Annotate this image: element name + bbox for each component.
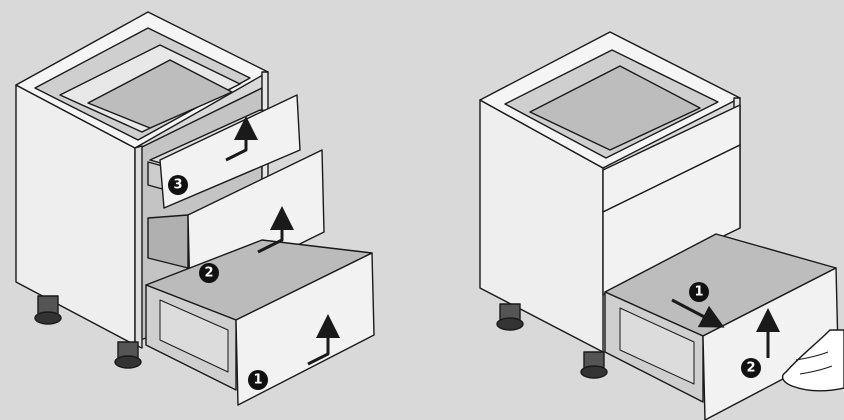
cabinet-leg <box>34 295 62 325</box>
right-cabinet-figure <box>479 31 844 420</box>
right-step-badge-1: 1 <box>689 282 709 302</box>
cabinet-leg <box>114 341 142 369</box>
right-step-badge-2: 2 <box>741 358 761 378</box>
step-number: 1 <box>694 285 703 300</box>
step-number: 2 <box>204 266 213 281</box>
step-number: 2 <box>746 361 755 376</box>
arrow-up-icon <box>307 314 340 366</box>
left-step-badge-2: 2 <box>199 263 219 283</box>
drawer-middle-front <box>602 144 741 296</box>
arrow-up-icon <box>225 116 258 162</box>
left-step-badge-3: 3 <box>168 175 188 195</box>
drawer-1-front <box>235 252 375 406</box>
step-number: 3 <box>173 178 182 193</box>
left-cabinet-figure <box>15 11 375 406</box>
arrow-up-icon <box>257 206 294 254</box>
cabinet-leg <box>580 351 608 379</box>
arrow-diagonal-icon <box>671 298 725 328</box>
left-step-badge-1: 1 <box>248 370 268 390</box>
hand-icon <box>781 329 844 392</box>
cabinet-leg <box>496 303 524 331</box>
step-number: 1 <box>253 373 262 388</box>
